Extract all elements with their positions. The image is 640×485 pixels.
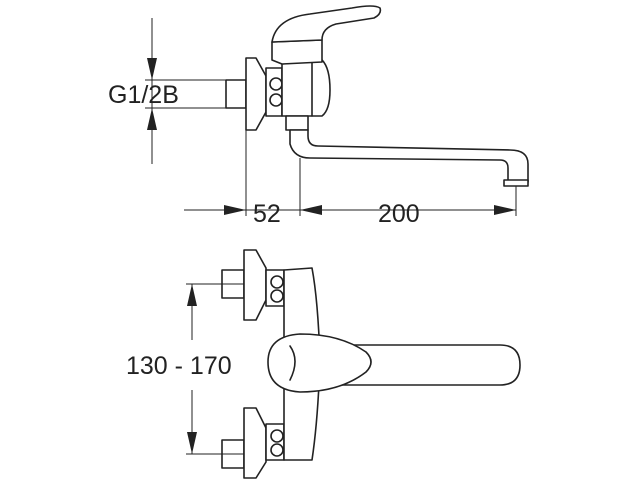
thread-arrow-top bbox=[147, 58, 157, 80]
front-lever-handle bbox=[267, 333, 372, 393]
thread-arrow-bottom bbox=[147, 108, 157, 130]
front-nut-top-circle-b bbox=[270, 289, 284, 303]
front-view: 130 - 170 bbox=[126, 249, 521, 479]
thread-label: G1/2B bbox=[108, 81, 179, 109]
front-escutcheon-bottom bbox=[243, 407, 267, 479]
side-lever-handle bbox=[271, 5, 382, 43]
side-view: G1/2B 52 200 bbox=[108, 5, 529, 228]
side-escutcheon bbox=[245, 57, 267, 131]
side-inlet-pipe bbox=[225, 79, 247, 109]
front-escutcheon-top bbox=[243, 249, 267, 321]
spacing-dimension: 130 - 170 bbox=[126, 283, 244, 455]
front-lever-detail bbox=[289, 345, 296, 381]
dim-arrow-wall bbox=[224, 205, 246, 215]
dim-arrow-spout bbox=[494, 205, 516, 215]
side-mixer-body bbox=[281, 59, 331, 117]
spacing-label: 130 - 170 bbox=[126, 352, 232, 380]
front-nut-bottom-circle-a bbox=[270, 429, 284, 443]
side-cartridge-cap bbox=[271, 39, 323, 65]
spacing-arrow-top bbox=[187, 284, 197, 306]
side-aerator bbox=[503, 179, 529, 187]
inlet-offset-label: 52 bbox=[253, 200, 281, 228]
dim-arrow-axis bbox=[300, 205, 322, 215]
spout-reach-label: 200 bbox=[378, 200, 420, 228]
side-spout-nut bbox=[285, 115, 309, 131]
horizontal-dimensions: 52 200 bbox=[184, 130, 517, 228]
spacing-arrow-bottom bbox=[187, 432, 197, 454]
side-spout bbox=[289, 129, 529, 183]
side-nut bbox=[265, 67, 283, 117]
front-nut-bottom-circle-b bbox=[270, 443, 284, 457]
front-nut-top-circle-a bbox=[270, 275, 284, 289]
thread-dimension: G1/2B bbox=[108, 18, 226, 164]
